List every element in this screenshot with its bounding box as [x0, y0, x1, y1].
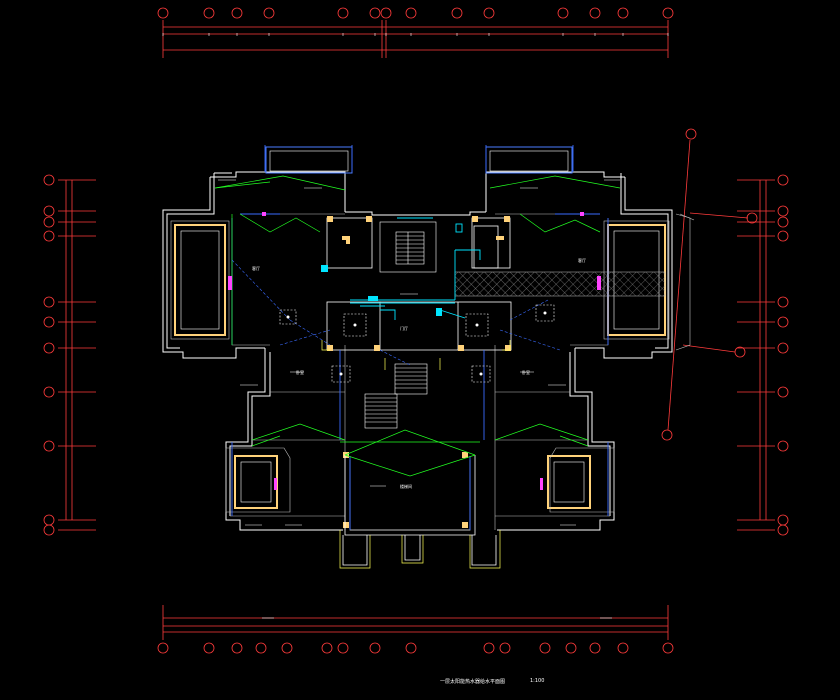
grid-bubble-icon: [405, 642, 417, 654]
entrance-yellow: [339, 530, 501, 569]
left-grid-bubbles: [43, 174, 55, 536]
grid-bubble-icon: [777, 386, 789, 398]
grid-bubble-icon: [405, 7, 417, 19]
grid-bubble-icon: [662, 642, 674, 654]
hatched-corridor: [454, 271, 666, 297]
bay-window-lower-left: [225, 447, 291, 513]
fixtures: [279, 304, 555, 383]
grid-bubble-icon: [662, 7, 674, 19]
grid-bubble-icon: [281, 642, 293, 654]
grid-bubble-icon: [43, 230, 55, 242]
grid-bubble-icon: [255, 642, 267, 654]
grid-bubble-icon: [483, 7, 495, 19]
room-label-living-left: 客厅: [252, 265, 260, 271]
grid-bubble-icon: [777, 296, 789, 308]
room-label-living-right: 客厅: [578, 257, 586, 263]
grid-bubble-icon: [43, 205, 55, 217]
grid-bubble-icon: [483, 642, 495, 654]
right-dimension-area: [737, 179, 775, 531]
green-pipes: [214, 175, 621, 477]
room-label-hall: 门厅: [400, 325, 408, 331]
grid-bubble-icon: [263, 7, 275, 19]
grid-bubble-icon: [777, 514, 789, 526]
magenta-markers: [228, 212, 601, 490]
grid-bubble-icon: [337, 7, 349, 19]
grid-bubble-icon: [43, 440, 55, 452]
grid-bubble-icon: [203, 642, 215, 654]
room-label-bed-left: 卧室: [296, 369, 304, 375]
entrance-block: [342, 455, 497, 566]
room-label-bed-right: 卧室: [522, 369, 530, 375]
grid-bubble-icon: [685, 128, 697, 140]
grid-bubble-icon: [451, 7, 463, 19]
grid-bubble-icon: [589, 642, 601, 654]
core-walls: [326, 217, 512, 351]
grid-bubble-icon: [380, 7, 392, 19]
grid-bubble-icon: [369, 7, 381, 19]
grid-bubble-icon: [157, 642, 169, 654]
annotation-marks: [218, 179, 620, 526]
grid-bubble-icon: [589, 7, 601, 19]
exterior-edge: [675, 213, 695, 351]
grid-bubble-icon: [777, 316, 789, 328]
fixture-cores: [286, 311, 547, 376]
grid-bubble-icon: [231, 7, 243, 19]
grid-bubble-icon: [43, 296, 55, 308]
grid-bubble-icon: [43, 216, 55, 228]
grid-bubble-icon: [746, 212, 758, 224]
grid-bubble-icon: [499, 642, 511, 654]
grid-bubble-icon: [777, 205, 789, 217]
grid-bubble-icon: [43, 514, 55, 526]
grid-bubble-icon: [661, 429, 673, 441]
outer-walls: [162, 171, 673, 531]
stair-icon: [364, 363, 428, 429]
bottom-grid-bubbles: [157, 642, 674, 654]
grid-bubble-icon: [557, 7, 569, 19]
grid-bubble-icon: [157, 7, 169, 19]
top-balconies: [265, 146, 573, 174]
grid-bubble-icon: [337, 642, 349, 654]
top-grid-bubbles: [157, 7, 674, 19]
grid-bubble-icon: [777, 440, 789, 452]
cyan-pipes: [350, 217, 481, 320]
grid-bubble-icon: [43, 174, 55, 186]
dashed-lines: [231, 259, 561, 366]
grid-bubble-icon: [43, 342, 55, 354]
grid-bubble-icon: [734, 346, 746, 358]
right-grid-bubbles: [777, 174, 789, 536]
grid-bubble-icon: [539, 642, 551, 654]
grid-bubble-icon: [43, 316, 55, 328]
top-dimension-area: [162, 20, 669, 58]
grid-bubble-icon: [321, 642, 333, 654]
top-dimension-ticks: [162, 33, 669, 36]
yellow-lines: [321, 340, 511, 370]
grid-bubble-icon: [777, 216, 789, 228]
stair-icon: [379, 221, 437, 273]
bay-window-lower-right: [547, 447, 615, 513]
blue-lines: [231, 145, 609, 530]
grid-bubble-icon: [777, 524, 789, 536]
grid-bubble-icon: [777, 342, 789, 354]
left-dimension-area: [58, 179, 96, 531]
room-labels: 客厅 客厅 卧室 卧室 门厅 楼梯间: [252, 257, 586, 489]
grid-bubble-icon: [777, 174, 789, 186]
drawing-caption: 一层太阳能热水器给水平面图: [440, 679, 506, 685]
grid-bubble-icon: [617, 7, 629, 19]
water-heater-icon: [321, 265, 442, 316]
drawing-scale: 1:100: [530, 678, 545, 684]
grid-bubble-icon: [565, 642, 577, 654]
slanted-grid: [661, 128, 758, 441]
grid-bubble-icon: [777, 230, 789, 242]
grid-bubble-icon: [203, 7, 215, 19]
grid-bubble-icon: [43, 386, 55, 398]
room-label-stair: 楼梯间: [400, 483, 412, 489]
bottom-dimension-area: [162, 605, 669, 640]
grid-bubble-icon: [617, 642, 629, 654]
grid-bubble-icon: [43, 524, 55, 536]
bay-window-left: [170, 220, 230, 340]
grid-bubble-icon: [231, 642, 243, 654]
grid-bubble-icon: [369, 642, 381, 654]
